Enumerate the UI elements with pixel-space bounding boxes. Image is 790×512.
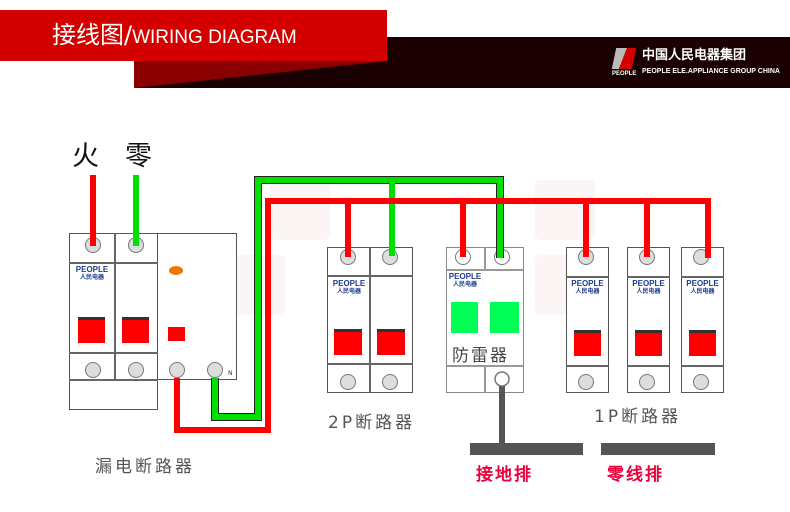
bg-decoration [270, 180, 330, 240]
mcb-2p-label: 2P断路器 [328, 413, 416, 433]
brand-cn: 中国人民电器集团 [642, 48, 747, 63]
toggle-switch [377, 329, 405, 355]
terminal [340, 374, 356, 390]
header-title-box: 接线图/WIRING DIAGRAM [0, 10, 387, 61]
toggle-switch [78, 317, 105, 343]
spd-indicator [451, 302, 478, 333]
terminal [639, 374, 655, 390]
terminal [128, 362, 144, 378]
test-button [168, 327, 185, 341]
terminal [169, 362, 185, 378]
spd-indicator [490, 302, 519, 333]
terminal [382, 374, 398, 390]
brand-mark: PEOPLE [612, 71, 637, 77]
toggle-switch [334, 329, 362, 355]
ground-bar [470, 443, 583, 455]
neutral-label: 零 [125, 141, 152, 172]
rcbo-n-mark: N [228, 370, 233, 377]
mcb-1p-label: 1P断路器 [594, 407, 682, 427]
mcb-1p [566, 247, 609, 393]
terminal-n [207, 362, 223, 378]
rcbo-leakage-module [157, 233, 237, 380]
ground-bar-label: 接地排 [476, 465, 533, 485]
neutral-wire [212, 177, 503, 420]
toggle-switch [689, 330, 716, 356]
indicator-light [169, 266, 183, 275]
spd-label: 防雷器 [452, 346, 509, 366]
live-label: 火 [72, 141, 99, 172]
live-wire [174, 198, 711, 433]
neutral-bar [601, 443, 715, 455]
toggle-switch [574, 330, 601, 356]
header-accent [134, 61, 387, 88]
toggle-switch [635, 330, 662, 356]
title-en: WIRING DIAGRAM [132, 27, 297, 48]
title-cn: 接线图 [52, 21, 124, 49]
title-separator: / [124, 21, 133, 49]
terminal [693, 374, 709, 390]
mcb-1p [627, 247, 670, 393]
terminal [85, 362, 101, 378]
brand-logo: PEOPLE 中国人民电器集团 PEOPLE ELE.APPLIANCE GRO… [611, 48, 788, 84]
toggle-switch [122, 317, 149, 343]
brand-en: PEOPLE ELE.APPLIANCE GROUP CHINA [642, 68, 780, 75]
neutral-bar-label: 零线排 [607, 465, 664, 485]
mcb-1p [681, 247, 724, 393]
terminal [578, 374, 594, 390]
rcbo-label: 漏电断路器 [95, 457, 195, 477]
spd-ground-terminal [494, 371, 510, 387]
